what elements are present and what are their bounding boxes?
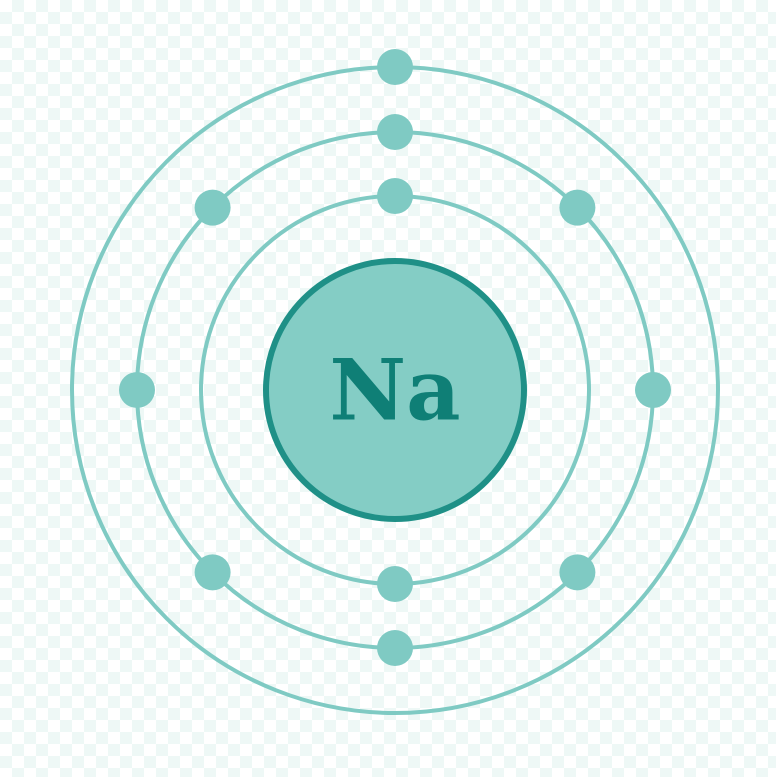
electron-shell-2-1 bbox=[377, 114, 413, 150]
element-symbol: Na bbox=[329, 341, 460, 440]
electron-shell-1-2 bbox=[377, 566, 413, 602]
electron-shell-2-5 bbox=[377, 630, 413, 666]
nucleus bbox=[263, 258, 527, 522]
electron-shell-2-3 bbox=[635, 372, 671, 408]
electron-shell-2-4 bbox=[559, 554, 596, 591]
electron-shell-2-7 bbox=[119, 372, 155, 408]
electron-shell-2-2 bbox=[559, 189, 596, 226]
electron-shell-2-8 bbox=[194, 189, 231, 226]
electron-shell-1-1 bbox=[377, 178, 413, 214]
electrons-group bbox=[119, 49, 671, 666]
electron-shell-2-6 bbox=[194, 554, 231, 591]
electron-shell-3-1 bbox=[377, 49, 413, 85]
